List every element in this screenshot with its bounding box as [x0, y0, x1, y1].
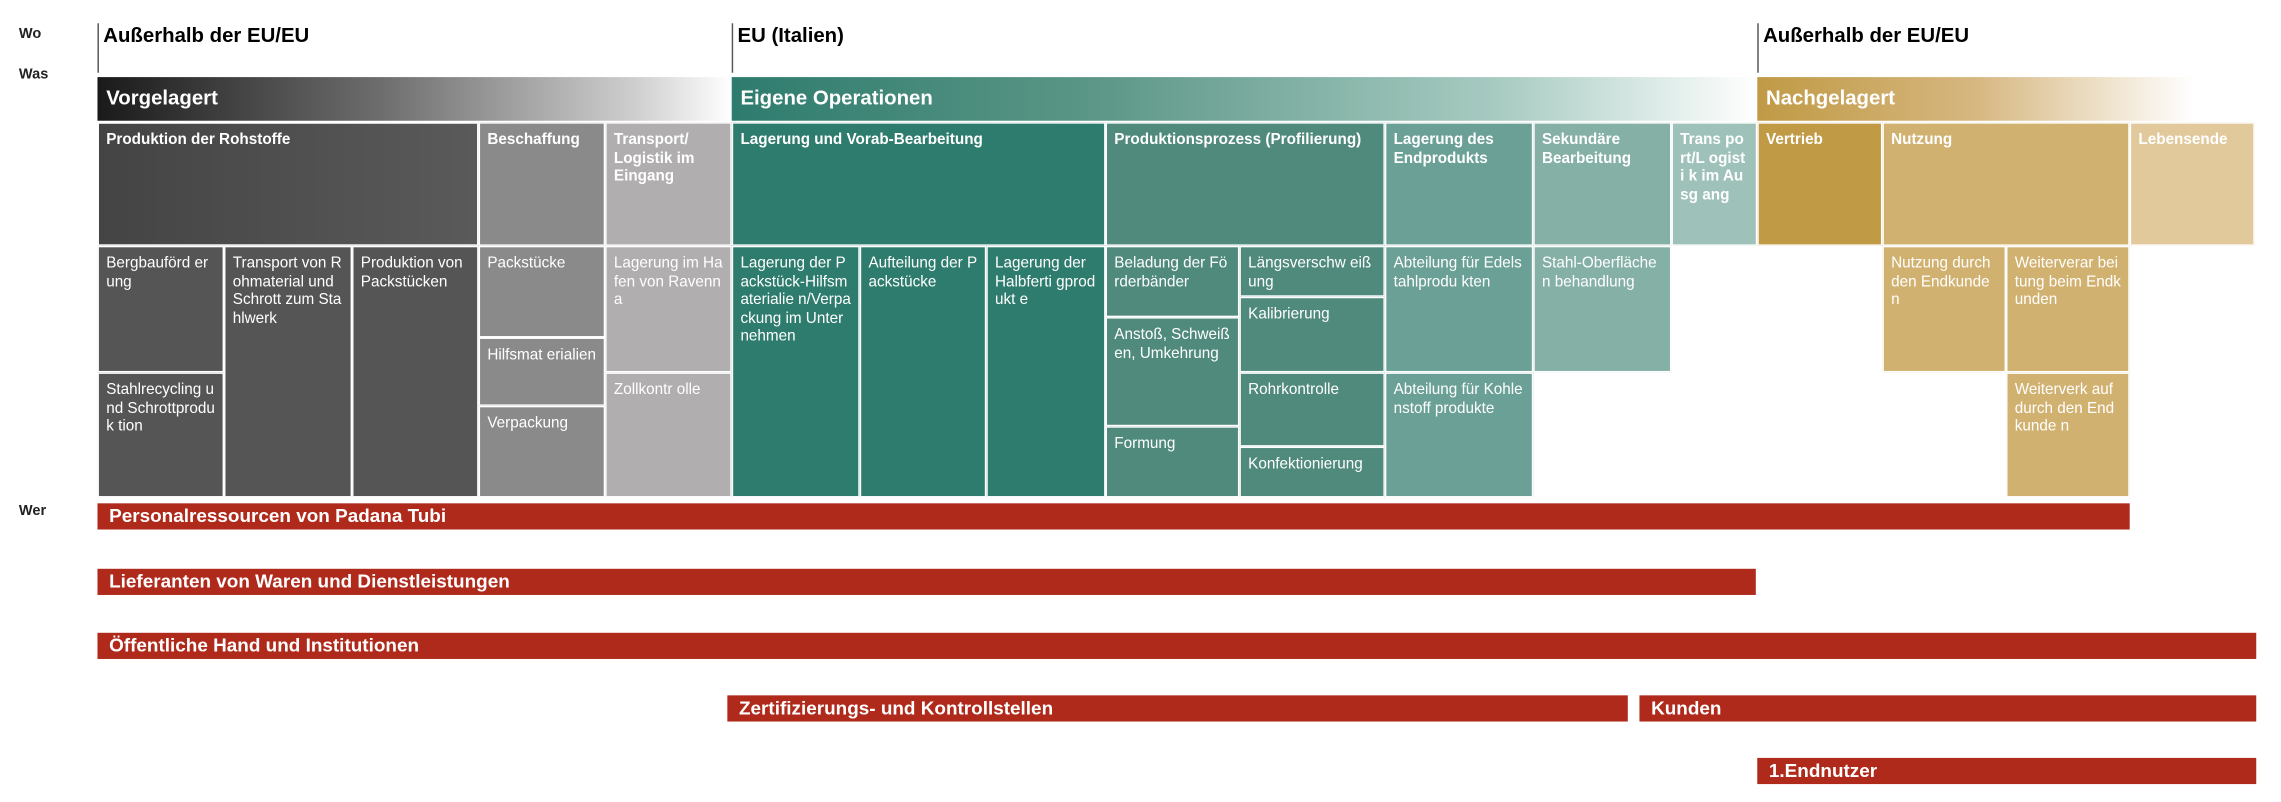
- cell-weiterverarbeitung: Weiterverar beitung beim Endkunden: [2006, 245, 2130, 373]
- actor-endnutzer: 1.Endnutzer: [1757, 757, 2257, 785]
- band-own-operations: Eigene Operationen: [731, 77, 1758, 121]
- cell-oberflaechen: Stahl-Oberflächen behandlung: [1533, 245, 1672, 373]
- header-lagerung: Lagerung und Vorab-Bearbeitung: [731, 122, 1106, 246]
- cell-weiterverkauf: Weiterverk auf durch den Endkunde n: [2006, 372, 2130, 498]
- region-divider: [97, 23, 99, 73]
- cell-laengsverschweissung: Längsverschw eißung: [1239, 245, 1385, 297]
- cell-hilfsmaterialien: Hilfsmat erialien: [478, 337, 606, 406]
- header-produktion: Produktionsprozess (Profilierung): [1105, 122, 1385, 246]
- region-right-label: Außerhalb der EU/EU: [1763, 23, 1970, 47]
- region-divider: [1757, 23, 1759, 73]
- row-label-wo: Wo: [18, 26, 42, 43]
- header-beschaffung: Beschaffung: [478, 122, 606, 246]
- region-left: Außerhalb der EU/EU: [97, 23, 533, 75]
- cell-lagerung-halbfertig: Lagerung der Halbferti gprodukt e: [986, 245, 1106, 498]
- actor-personal: Personalressourcen von Padana Tubi: [97, 503, 2130, 530]
- band-upstream: Vorgelagert: [97, 77, 732, 121]
- cell-transport-rohmaterial: Transport von Rohmaterial und Schrott zu…: [224, 245, 353, 498]
- cell-edelstahl: Abteilung für Edelstahlprodu kten: [1384, 245, 1534, 373]
- header-transport-in: Transport/ Logistik im Eingang: [605, 122, 732, 246]
- cell-aufteilung: Aufteilung der Packstücke: [859, 245, 987, 498]
- cell-nutzung-endkunden: Nutzung durch den Endkunden: [1882, 245, 2007, 373]
- actor-lieferanten: Lieferanten von Waren und Dienstleistung…: [97, 568, 1756, 595]
- cell-lagerung-packstuecke: Lagerung der Packstück-Hilfsmaterialie n…: [731, 245, 860, 498]
- cell-produktion-packstuecke: Produktion von Packstücken: [352, 245, 479, 498]
- cell-packstuecke: Packstücke: [478, 245, 606, 338]
- cell-beladung: Beladung der Förderbänder: [1105, 245, 1240, 318]
- band-downstream: Nachgelagert: [1757, 77, 2194, 121]
- cell-stahlrecycling: Stahlrecycling und Schrottproduk tion: [97, 372, 225, 498]
- cell-konfektionierung: Konfektionierung: [1239, 446, 1385, 498]
- header-nutzung: Nutzung: [1882, 122, 2130, 246]
- region-left-label: Außerhalb der EU/EU: [103, 23, 310, 47]
- header-vertrieb: Vertrieb: [1757, 122, 1883, 246]
- row-label-wer: Wer: [18, 503, 47, 520]
- cell-anstoss: Anstoß, Schweißen, Umkehrung: [1105, 317, 1240, 427]
- region-mid: EU (Italien): [731, 23, 1168, 75]
- cell-verpackung: Verpackung: [478, 405, 606, 498]
- cell-bergbau: Bergbauförd erung: [97, 245, 225, 373]
- header-sekundaer: Sekundäre Bearbeitung: [1533, 122, 1672, 246]
- header-lebensende: Lebensende: [2129, 122, 2255, 246]
- cell-lagerung-hafen: Lagerung im Hafen von Ravenna: [605, 245, 732, 373]
- region-divider: [731, 23, 734, 73]
- cell-kalibrierung: Kalibrierung: [1239, 296, 1385, 373]
- region-mid-label: EU (Italien): [737, 23, 844, 47]
- actor-kunden: Kunden: [1639, 695, 2257, 722]
- actor-oeffentliche-hand: Öffentliche Hand und Institutionen: [97, 632, 2257, 659]
- region-right: Außerhalb der EU/EU: [1757, 23, 2193, 75]
- cell-kohlenstoff: Abteilung für Kohlenstoff produkte: [1384, 372, 1534, 498]
- cell-zollkontrolle: Zollkontr olle: [605, 372, 732, 498]
- header-transport-out: Trans port/L ogisti k im Ausg ang: [1671, 122, 1758, 246]
- header-lagerung-end: Lagerung des Endprodukts: [1384, 122, 1534, 246]
- header-rohstoffe: Produktion der Rohstoffe: [97, 122, 479, 246]
- actor-zertifizierung: Zertifizierungs- und Kontrollstellen: [727, 695, 1628, 722]
- cell-rohrkontrolle: Rohrkontrolle: [1239, 372, 1385, 447]
- cell-formung: Formung: [1105, 426, 1240, 498]
- row-label-was: Was: [18, 66, 49, 83]
